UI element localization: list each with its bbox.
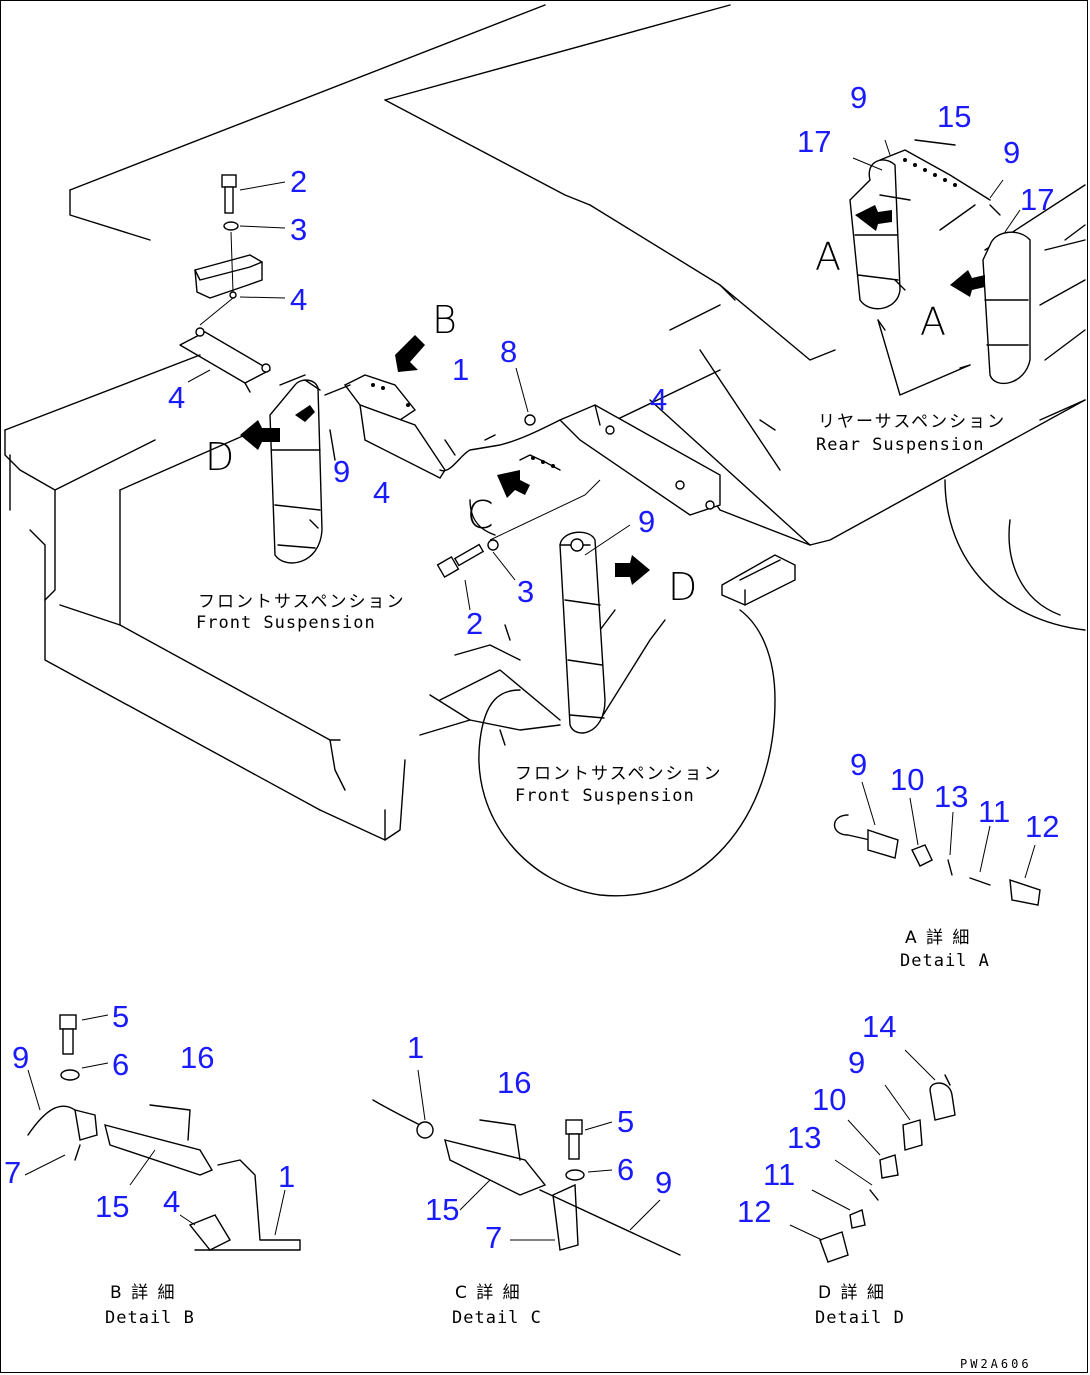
callout-main-8: 8 bbox=[500, 334, 517, 369]
front-suspension-cylinder-right bbox=[559, 531, 606, 734]
view-letter-a-left: A bbox=[815, 235, 841, 279]
bolt-2-top bbox=[221, 174, 237, 214]
caption-front-suspension-right-en: Front Suspension bbox=[515, 786, 695, 806]
callout-b-1: 1 bbox=[278, 1159, 295, 1194]
view-arrow-d-left bbox=[240, 420, 280, 450]
callout-main-2-top: 2 bbox=[290, 164, 307, 199]
washer-3-top bbox=[223, 221, 239, 231]
front-suspension-cylinder-left bbox=[269, 379, 323, 564]
callout-b-4: 4 bbox=[163, 1184, 180, 1219]
callout-a-9: 9 bbox=[850, 747, 867, 782]
callout-main-9-right: 9 bbox=[638, 504, 655, 539]
view-arrow-d-right bbox=[615, 555, 650, 585]
callout-main-2-lower: 2 bbox=[466, 606, 483, 641]
caption-detail-a-jp: A 詳 細 bbox=[905, 928, 971, 948]
caption-detail-b-en: Detail B bbox=[105, 1308, 195, 1328]
view-letter-c: C bbox=[467, 493, 494, 537]
callout-d-12: 12 bbox=[737, 1194, 771, 1229]
caption-detail-c-en: Detail C bbox=[452, 1308, 542, 1328]
bracket-4-left bbox=[179, 327, 271, 393]
view-arrow-b bbox=[395, 335, 425, 372]
clamp-4-top bbox=[194, 254, 263, 299]
callout-main-4-right: 4 bbox=[650, 382, 667, 417]
caption-rear-suspension-en: Rear Suspension bbox=[816, 435, 985, 455]
callout-b-7: 7 bbox=[4, 1155, 21, 1190]
callout-c-5: 5 bbox=[617, 1104, 634, 1139]
bracket-4-right bbox=[558, 404, 721, 516]
connector-d bbox=[721, 554, 796, 606]
drawing-code: PW2A606 bbox=[960, 1357, 1032, 1371]
callout-main-3-top: 3 bbox=[290, 212, 307, 247]
callout-rear-17-left: 17 bbox=[797, 124, 831, 159]
callout-main-4-mid: 4 bbox=[373, 475, 390, 510]
caption-front-suspension-left-jp: フロントサスペンション bbox=[198, 592, 405, 612]
callout-c-15: 15 bbox=[425, 1192, 459, 1227]
detail-d-parts bbox=[789, 1049, 956, 1263]
callout-rear-17-right: 17 bbox=[1020, 182, 1054, 217]
view-arrow-c bbox=[497, 470, 530, 498]
caption-detail-d-en: Detail D bbox=[815, 1308, 905, 1328]
callout-main-1: 1 bbox=[452, 352, 469, 387]
callout-d-10: 10 bbox=[812, 1082, 846, 1117]
caption-rear-suspension-jp: リヤーサスペンション bbox=[818, 412, 1006, 432]
caption-detail-b-jp: B 詳 細 bbox=[110, 1283, 176, 1303]
connector-c bbox=[519, 454, 561, 471]
callout-c-1: 1 bbox=[407, 1030, 424, 1065]
sensor-bracket-b bbox=[343, 374, 446, 479]
frame-outline bbox=[4, 4, 1086, 841]
bolt-2-lower bbox=[436, 543, 485, 579]
callout-rear-9-right: 9 bbox=[1003, 135, 1020, 170]
callout-d-9: 9 bbox=[848, 1045, 865, 1080]
caption-detail-c-jp: C 詳 細 bbox=[455, 1283, 522, 1303]
callout-a-13: 13 bbox=[934, 779, 968, 814]
callout-main-3-lower: 3 bbox=[517, 574, 534, 609]
callout-main-4-top: 4 bbox=[290, 282, 307, 317]
detail-c-parts bbox=[372, 1069, 681, 1256]
view-letter-a-right: A bbox=[920, 300, 946, 344]
callout-rear-15: 15 bbox=[937, 99, 971, 134]
callout-b-16: 16 bbox=[180, 1040, 214, 1075]
callout-d-13: 13 bbox=[787, 1120, 821, 1155]
callout-a-12: 12 bbox=[1025, 809, 1059, 844]
callout-main-4-left: 4 bbox=[168, 380, 185, 415]
washer-3-lower bbox=[487, 539, 499, 551]
view-letter-d-left: D bbox=[205, 435, 234, 479]
callout-c-7: 7 bbox=[485, 1220, 502, 1255]
callout-d-14: 14 bbox=[862, 1009, 896, 1044]
callout-c-16: 16 bbox=[497, 1065, 531, 1100]
detail-b-parts bbox=[24, 1014, 301, 1251]
callout-rear-9-top: 9 bbox=[850, 80, 867, 115]
callout-b-5: 5 bbox=[112, 999, 129, 1034]
caption-detail-d-jp: D 詳 細 bbox=[818, 1283, 886, 1303]
view-letter-b: B bbox=[432, 298, 457, 342]
callout-c-9: 9 bbox=[655, 1165, 672, 1200]
callout-main-9-left: 9 bbox=[333, 454, 350, 489]
callout-a-10: 10 bbox=[890, 762, 924, 797]
callout-a-11: 11 bbox=[978, 794, 1010, 829]
detail-a-parts bbox=[833, 781, 1041, 906]
callout-b-9: 9 bbox=[12, 1040, 29, 1075]
view-letter-d-right: D bbox=[668, 565, 697, 609]
callout-d-11: 11 bbox=[763, 1157, 795, 1192]
view-arrow-9-left bbox=[295, 405, 315, 422]
caption-front-suspension-left-en: Front Suspension bbox=[196, 613, 376, 633]
callout-b-15: 15 bbox=[95, 1189, 129, 1224]
caption-front-suspension-right-jp: フロントサスペンション bbox=[515, 764, 722, 784]
rear-suspension bbox=[849, 139, 1031, 396]
grommet-8 bbox=[524, 414, 536, 426]
caption-detail-a-en: Detail A bbox=[900, 951, 990, 971]
callout-b-6: 6 bbox=[112, 1047, 129, 1082]
front-wheel bbox=[478, 609, 776, 897]
callout-c-6: 6 bbox=[617, 1152, 634, 1187]
